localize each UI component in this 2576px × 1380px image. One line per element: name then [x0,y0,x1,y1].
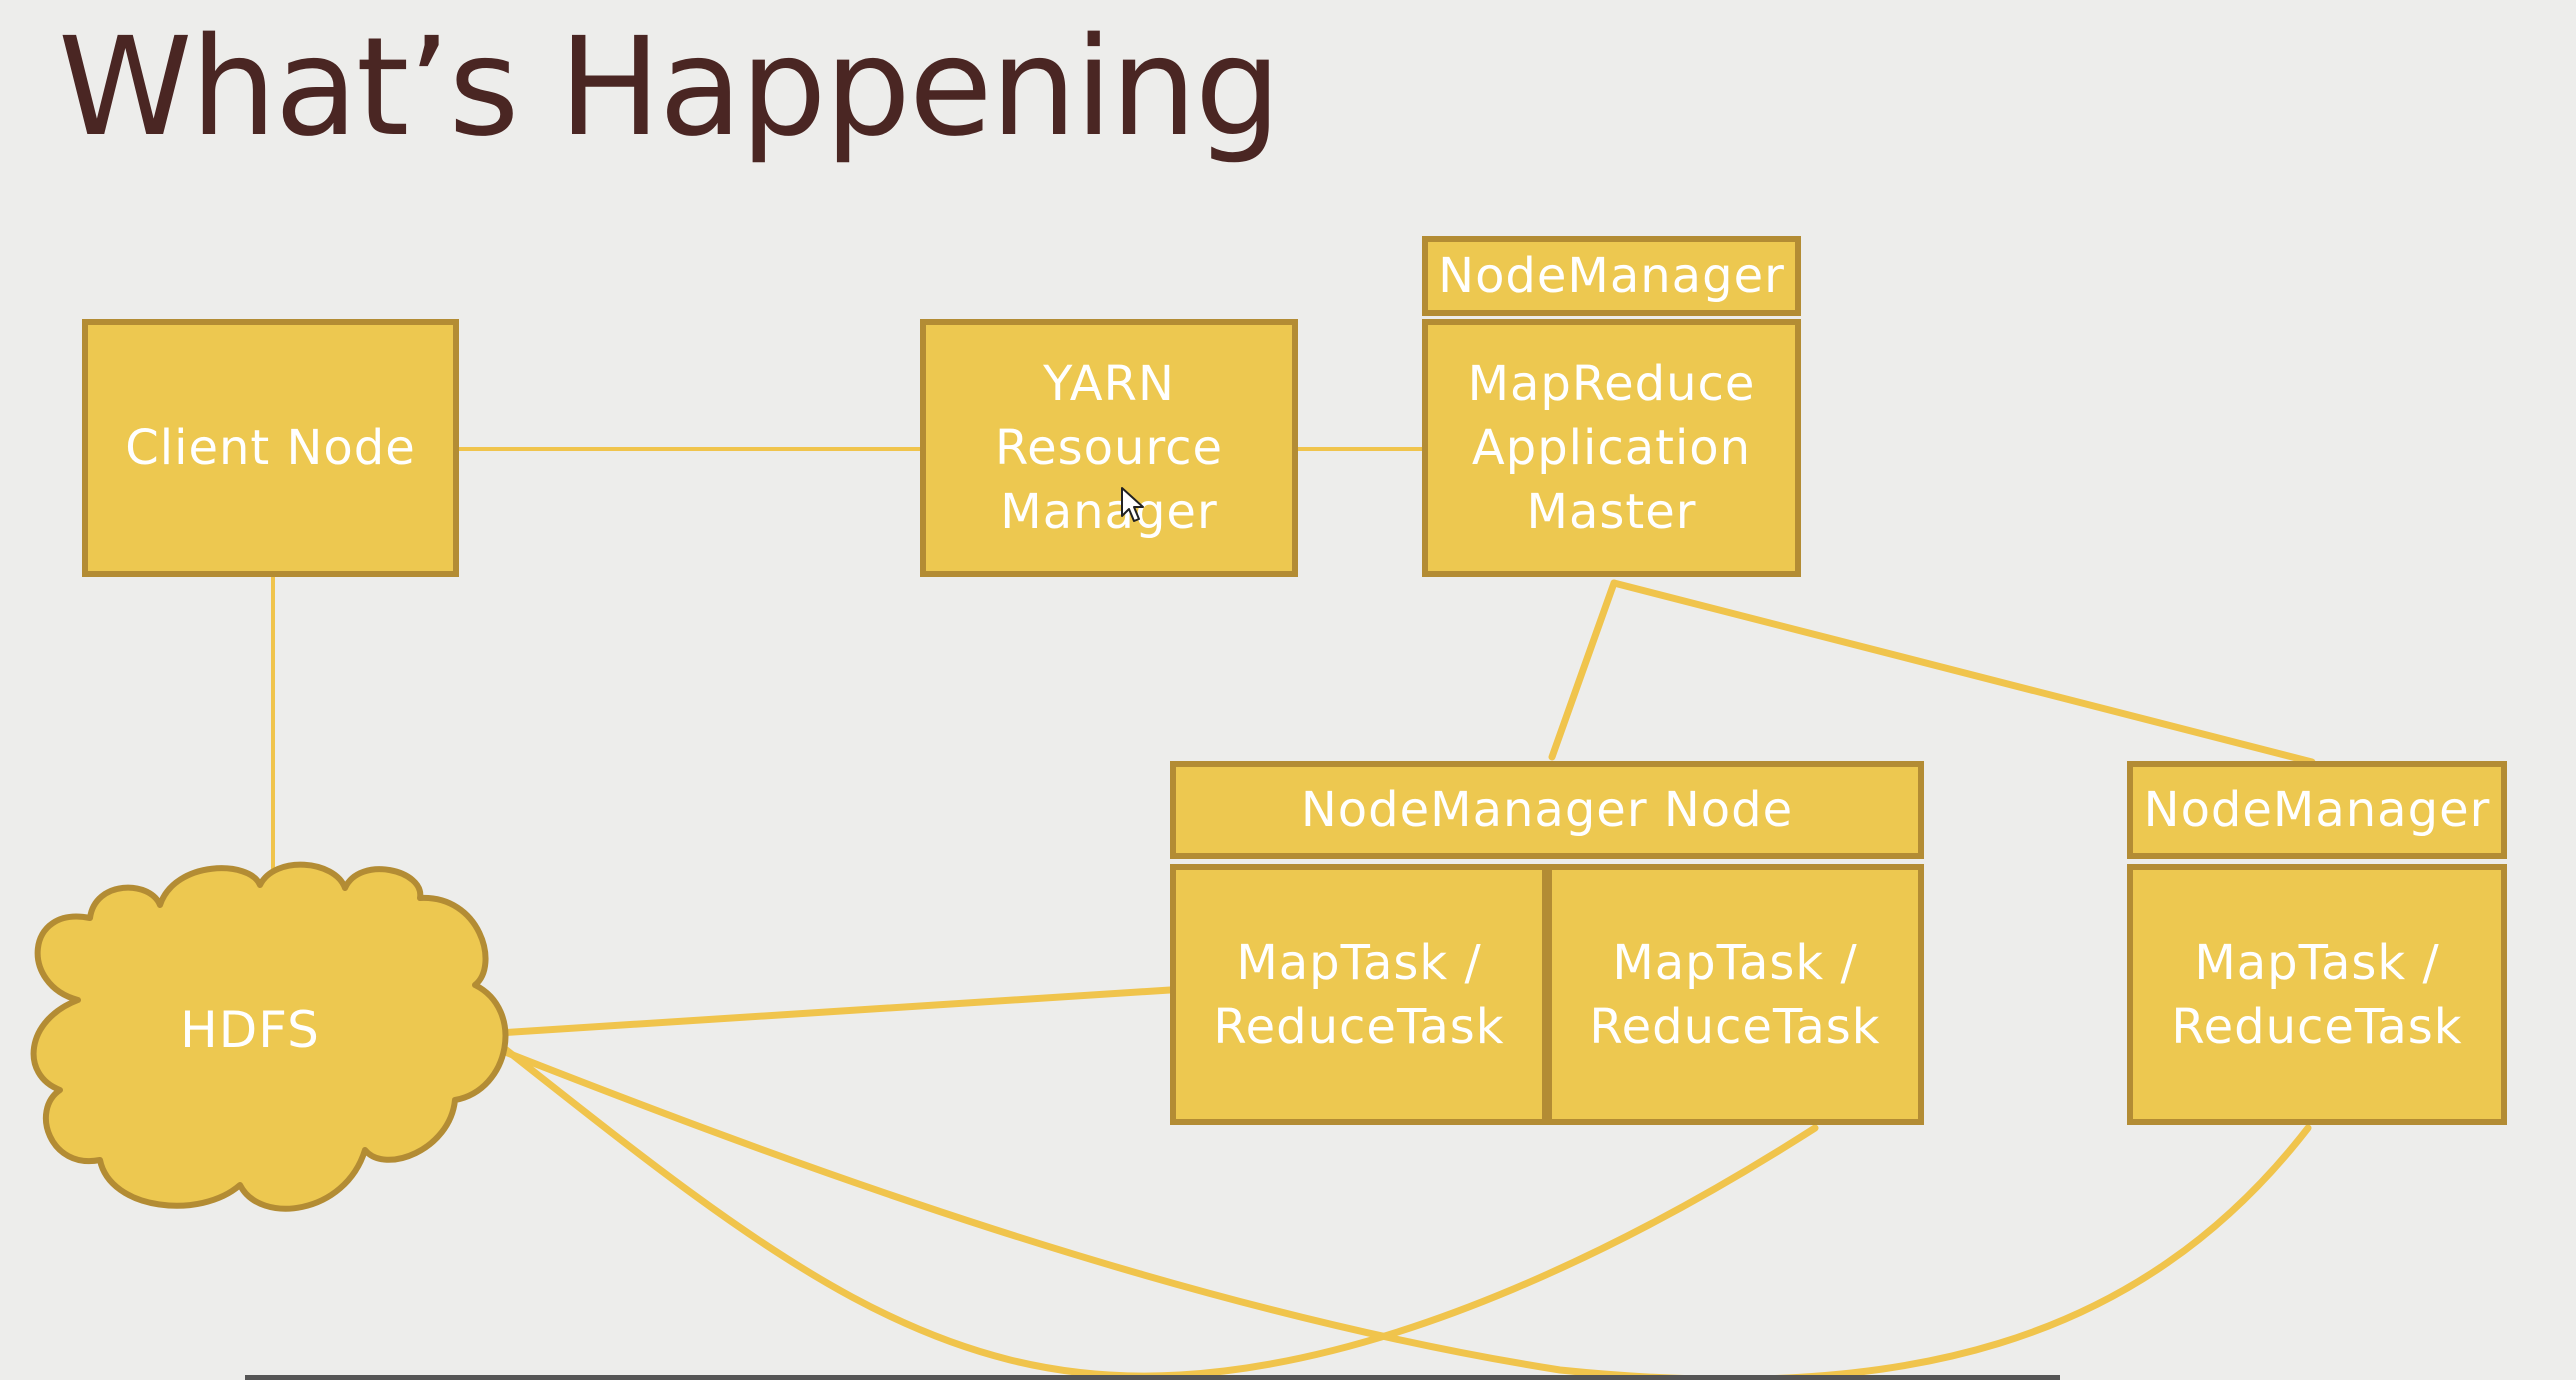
hdfs-label: HDFS [180,1001,320,1059]
nodemanager-node-header-label: NodeManager Node [1300,782,1794,838]
yarn-resource-manager-box: YARN Resource Manager [920,319,1298,577]
link-hdfs-nmnode [494,986,1174,1037]
maptask-reducetask-box-2: MapTask / ReduceTask [1546,864,1924,1125]
nodemanager-node-header: NodeManager Node [1170,761,1924,859]
nodemanager-top-header-label: NodeManager [1438,248,1785,304]
maptask-reducetask-box-1: MapTask / ReduceTask [1170,864,1548,1125]
slide-title: What’s Happening [58,9,1281,167]
mapreduce-app-master-box: MapReduce Application Master [1422,319,1801,577]
client-node-label: Client Node [125,420,416,476]
maptask-reducetask-label-2: MapTask / ReduceTask [1589,934,1881,1055]
link-hdfs-task3 [496,1046,2312,1380]
bottom-rule [245,1375,2060,1380]
link-appmaster-nmright [1610,579,2316,766]
nodemanager-top-header: NodeManager [1422,236,1801,316]
client-node-box: Client Node [82,319,459,577]
nodemanager-right-header: NodeManager [2127,761,2507,859]
hdfs-cloud [30,861,509,1212]
mapreduce-app-master-label: MapReduce Application Master [1467,356,1756,540]
maptask-reducetask-label-3: MapTask / ReduceTask [2171,934,2463,1055]
mouse-cursor-icon [1121,487,1144,522]
maptask-reducetask-box-3: MapTask / ReduceTask [2127,864,2507,1125]
yarn-resource-manager-label: YARN Resource Manager [994,356,1224,540]
link-appmaster-nmnode [1548,579,1618,761]
nodemanager-right-header-label: NodeManager [2143,782,2491,838]
maptask-reducetask-label-1: MapTask / ReduceTask [1213,934,1505,1055]
